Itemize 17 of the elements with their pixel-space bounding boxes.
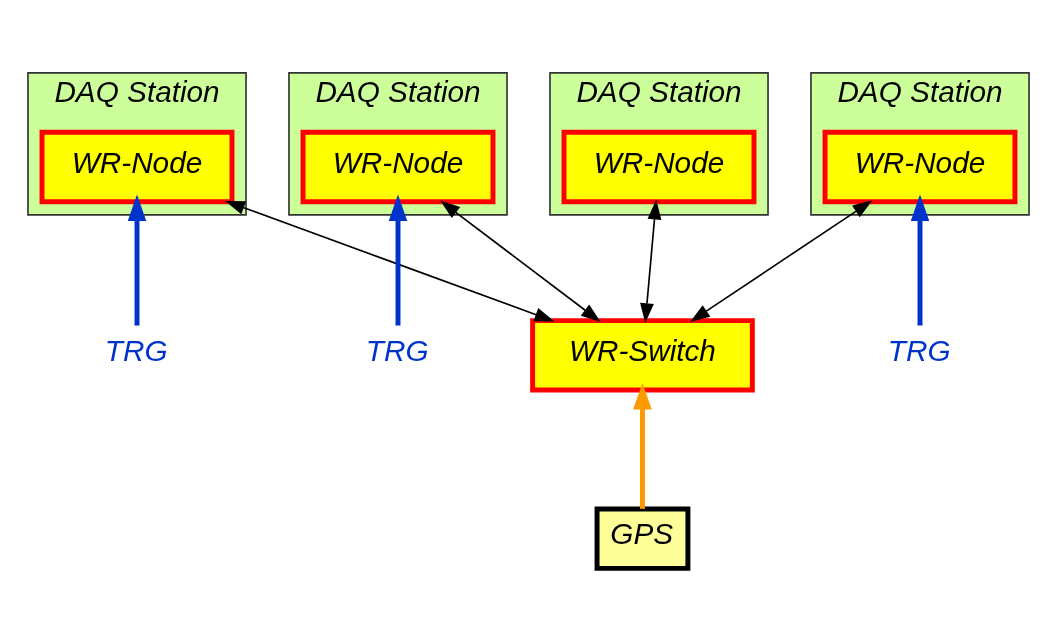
arrow [225, 200, 555, 322]
arrow [440, 200, 601, 323]
arrow [640, 199, 662, 324]
node-text: TRG [365, 333, 429, 367]
node-box: WR-Node [822, 129, 1018, 205]
node-box: WR-Node [561, 129, 757, 205]
arrow [690, 200, 873, 322]
arrow [910, 194, 930, 326]
node-box: WR-Switch [530, 318, 755, 393]
arrow [127, 194, 147, 326]
node-text: TRG [104, 333, 168, 367]
arrow [633, 382, 652, 509]
node-box: WR-Node [39, 129, 235, 205]
arrow [388, 194, 408, 326]
node-box: WR-Node [300, 129, 496, 205]
node-box: GPS [594, 506, 691, 571]
node-text: TRG [887, 333, 951, 367]
